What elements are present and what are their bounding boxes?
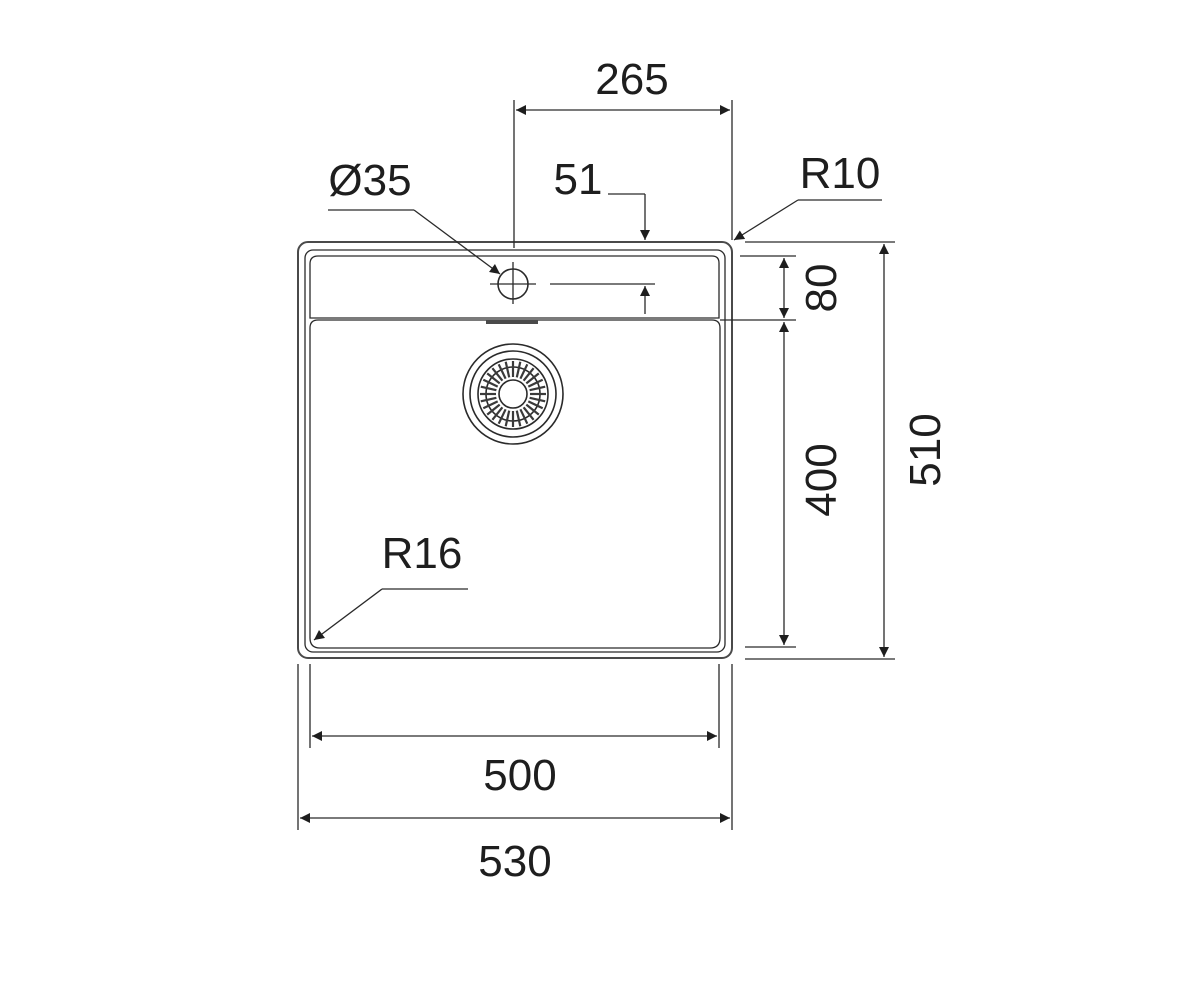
strainer-slot (527, 400, 544, 410)
strainer-slot (515, 361, 522, 378)
dim-label-400: 400 (797, 443, 846, 516)
dim-label-265: 265 (595, 55, 668, 104)
tap-hole (490, 262, 655, 304)
strainer-slot (491, 406, 504, 421)
dim-label-500: 500 (483, 751, 556, 800)
strainer-slot (497, 363, 507, 380)
dim-right-side: 80 400 510 (720, 241, 950, 660)
strainer-slot (525, 403, 540, 416)
overflow-slot (486, 320, 538, 324)
strainer-slot (491, 367, 504, 382)
strainer-slot (529, 396, 546, 403)
dim-label-r16: R16 (382, 529, 463, 578)
dim-label-510: 510 (901, 413, 950, 486)
leader-outer-radius: R10 (733, 149, 882, 241)
dim-tap-offset: 265 (513, 55, 733, 248)
strainer-slot (497, 408, 507, 425)
strainer-slot (522, 406, 535, 421)
dim-label-51: 51 (554, 155, 603, 204)
rear-deck (309, 255, 720, 319)
leader-tap-diameter: Ø35 (328, 156, 501, 275)
strainer-slot (515, 410, 522, 427)
strainer-slot (482, 400, 499, 410)
dim-tap-deck: 51 (554, 155, 650, 314)
leader-bowl-radius: R16 (313, 529, 468, 641)
strainer-slot (529, 385, 546, 392)
dim-label-80: 80 (797, 264, 846, 313)
sink-outline (297, 241, 733, 659)
strainer-slot (480, 396, 497, 403)
strainer-slot (504, 361, 511, 378)
dim-bottom: 500 530 (297, 664, 733, 886)
strainer-slot (522, 367, 535, 382)
strainer-slot (527, 378, 544, 388)
strainer-slot (519, 363, 529, 380)
drain-strainer-icon (462, 343, 564, 445)
dim-label-530: 530 (478, 837, 551, 886)
inner-rim (304, 249, 726, 653)
strainer-slot (519, 408, 529, 425)
dim-label-r10: R10 (800, 149, 881, 198)
strainer-slot (482, 378, 499, 388)
strainer-slot (525, 372, 540, 385)
strainer-slot (504, 410, 511, 427)
strainer-slot (486, 372, 501, 385)
bowl-edge (309, 319, 721, 649)
outer-rim (297, 241, 733, 659)
strainer-slot (486, 403, 501, 416)
strainer-slot (480, 385, 497, 392)
dim-label-diameter: Ø35 (328, 156, 411, 205)
